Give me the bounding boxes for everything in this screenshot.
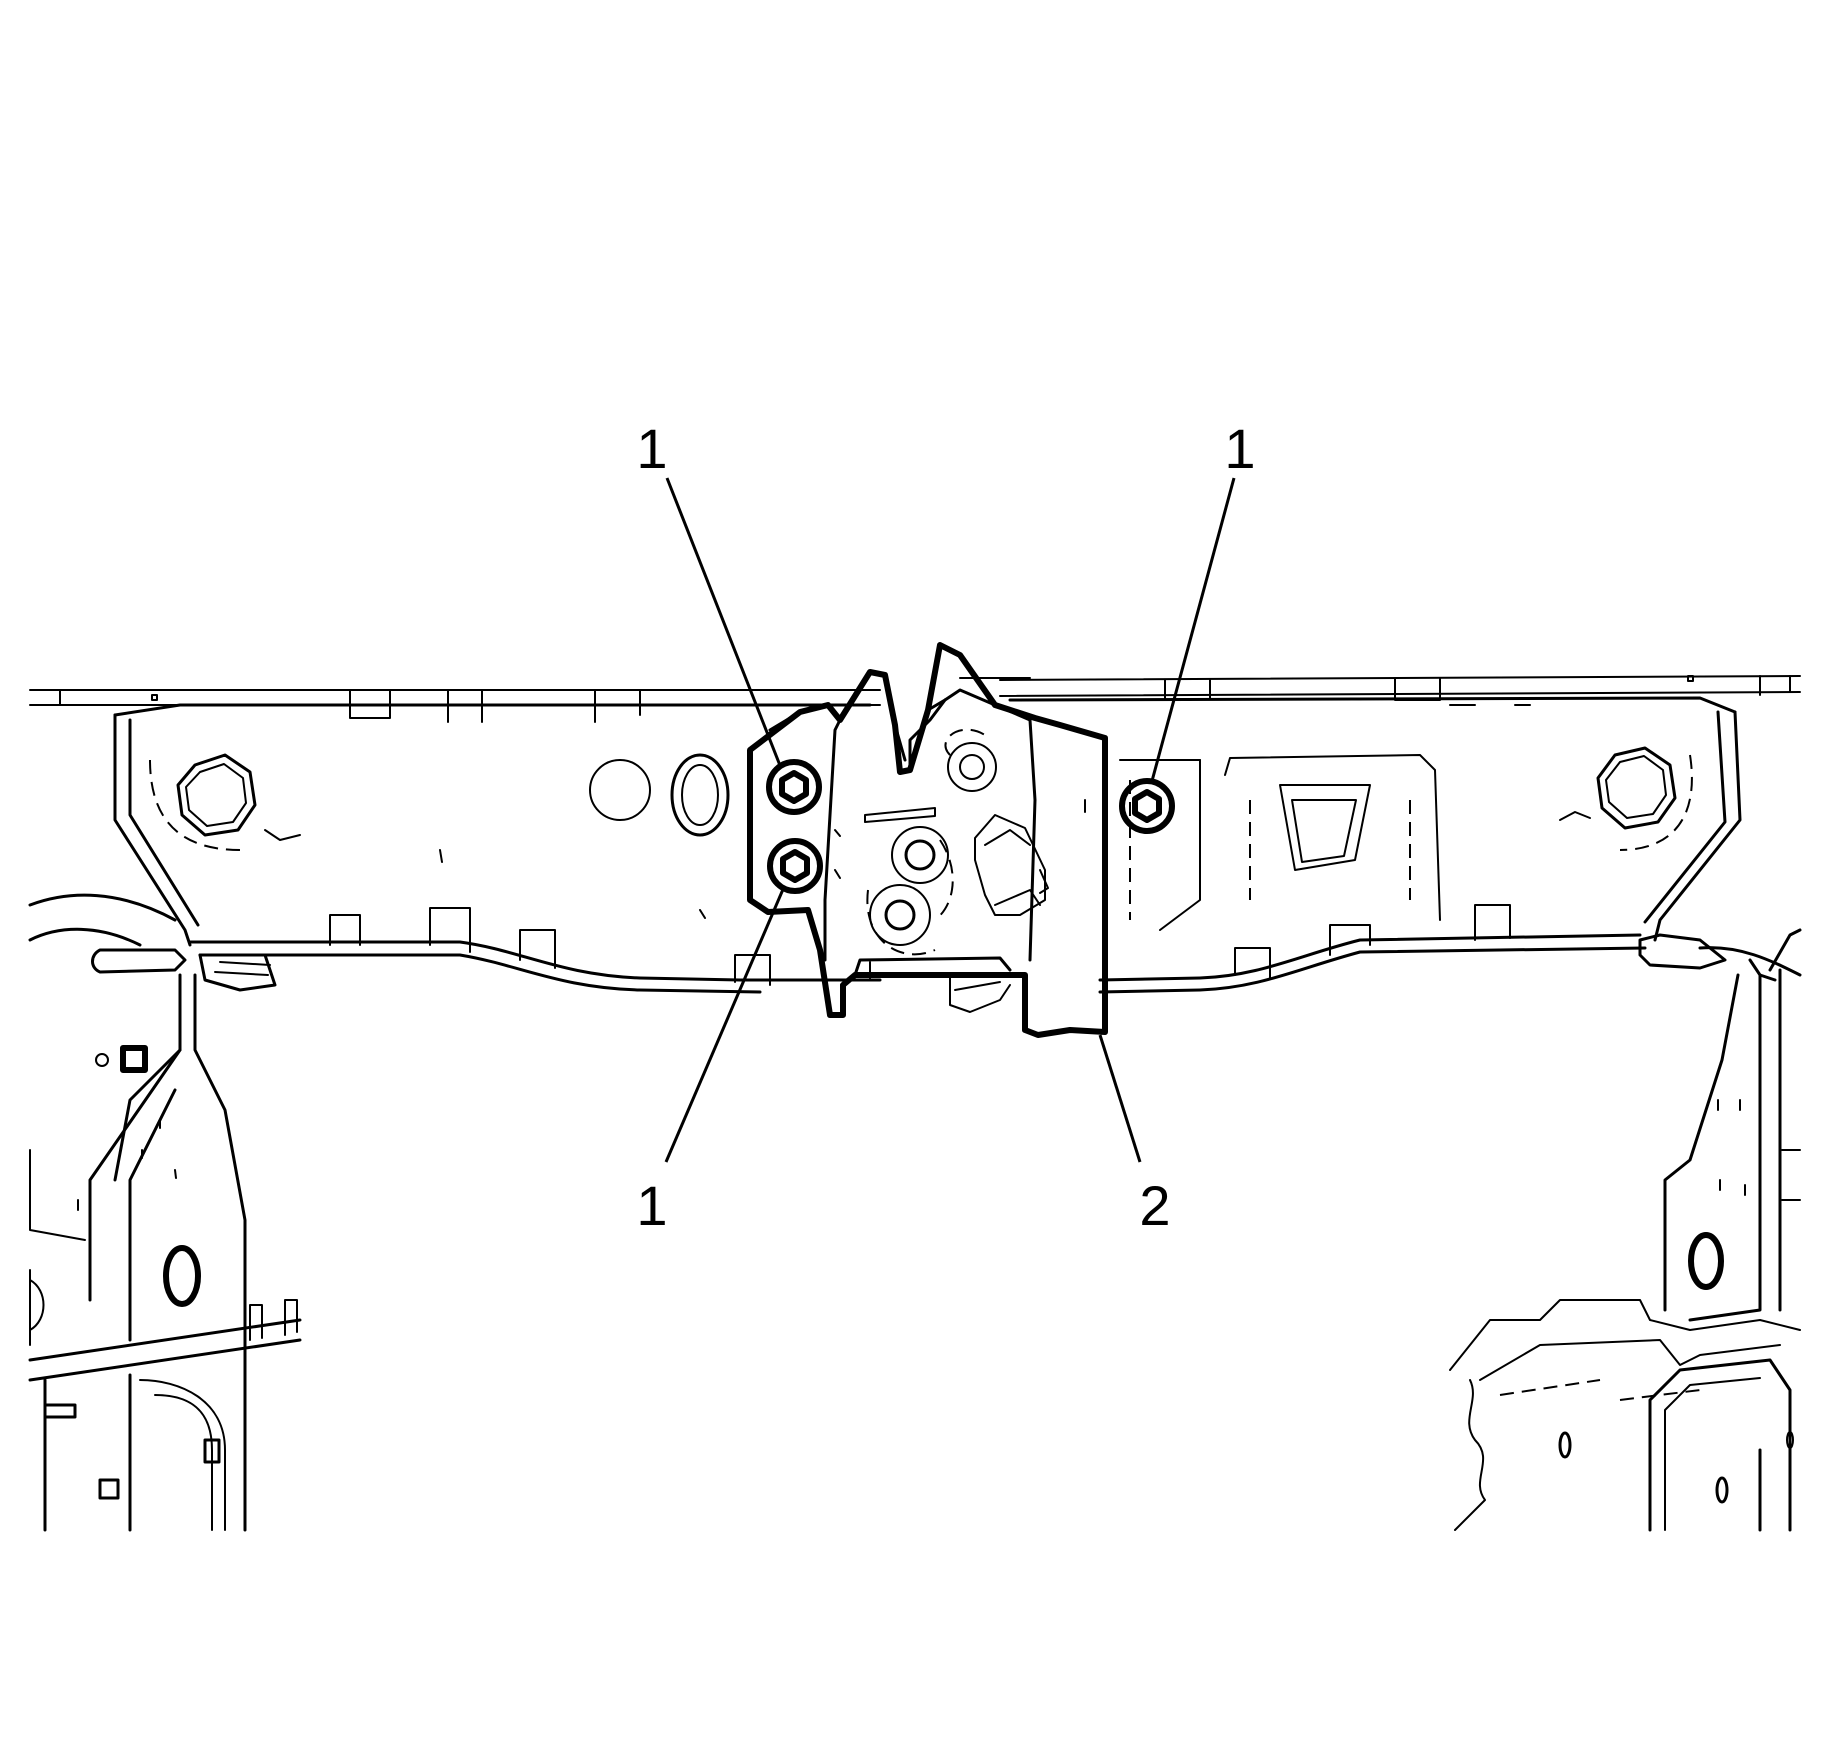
leader-line-nut-lower-left (664, 886, 786, 1163)
latch-nut-lower-left (767, 838, 823, 894)
latch-nut-right (1119, 778, 1175, 834)
callout-label-nut-upper-left: 1 (636, 417, 667, 480)
callout-label-latch: 2 (1139, 1174, 1170, 1237)
callout-label-nut-lower-left: 1 (636, 1174, 667, 1237)
right-side-structure (1449, 928, 1802, 1532)
leader-line-latch (1098, 1034, 1142, 1163)
leader-line-nut-upper-left (665, 477, 783, 769)
callout-label-nut-right: 1 (1224, 417, 1255, 480)
latch-nut-upper-left (766, 759, 822, 815)
leader-lines (664, 477, 1236, 1163)
callout-labels: 1 1 1 2 (636, 417, 1255, 1237)
left-side-structure (28, 893, 302, 1532)
leader-line-nut-right (1150, 477, 1236, 782)
hood-latch-assembly (747, 642, 1108, 1038)
upper-tie-bar (29, 675, 1801, 994)
